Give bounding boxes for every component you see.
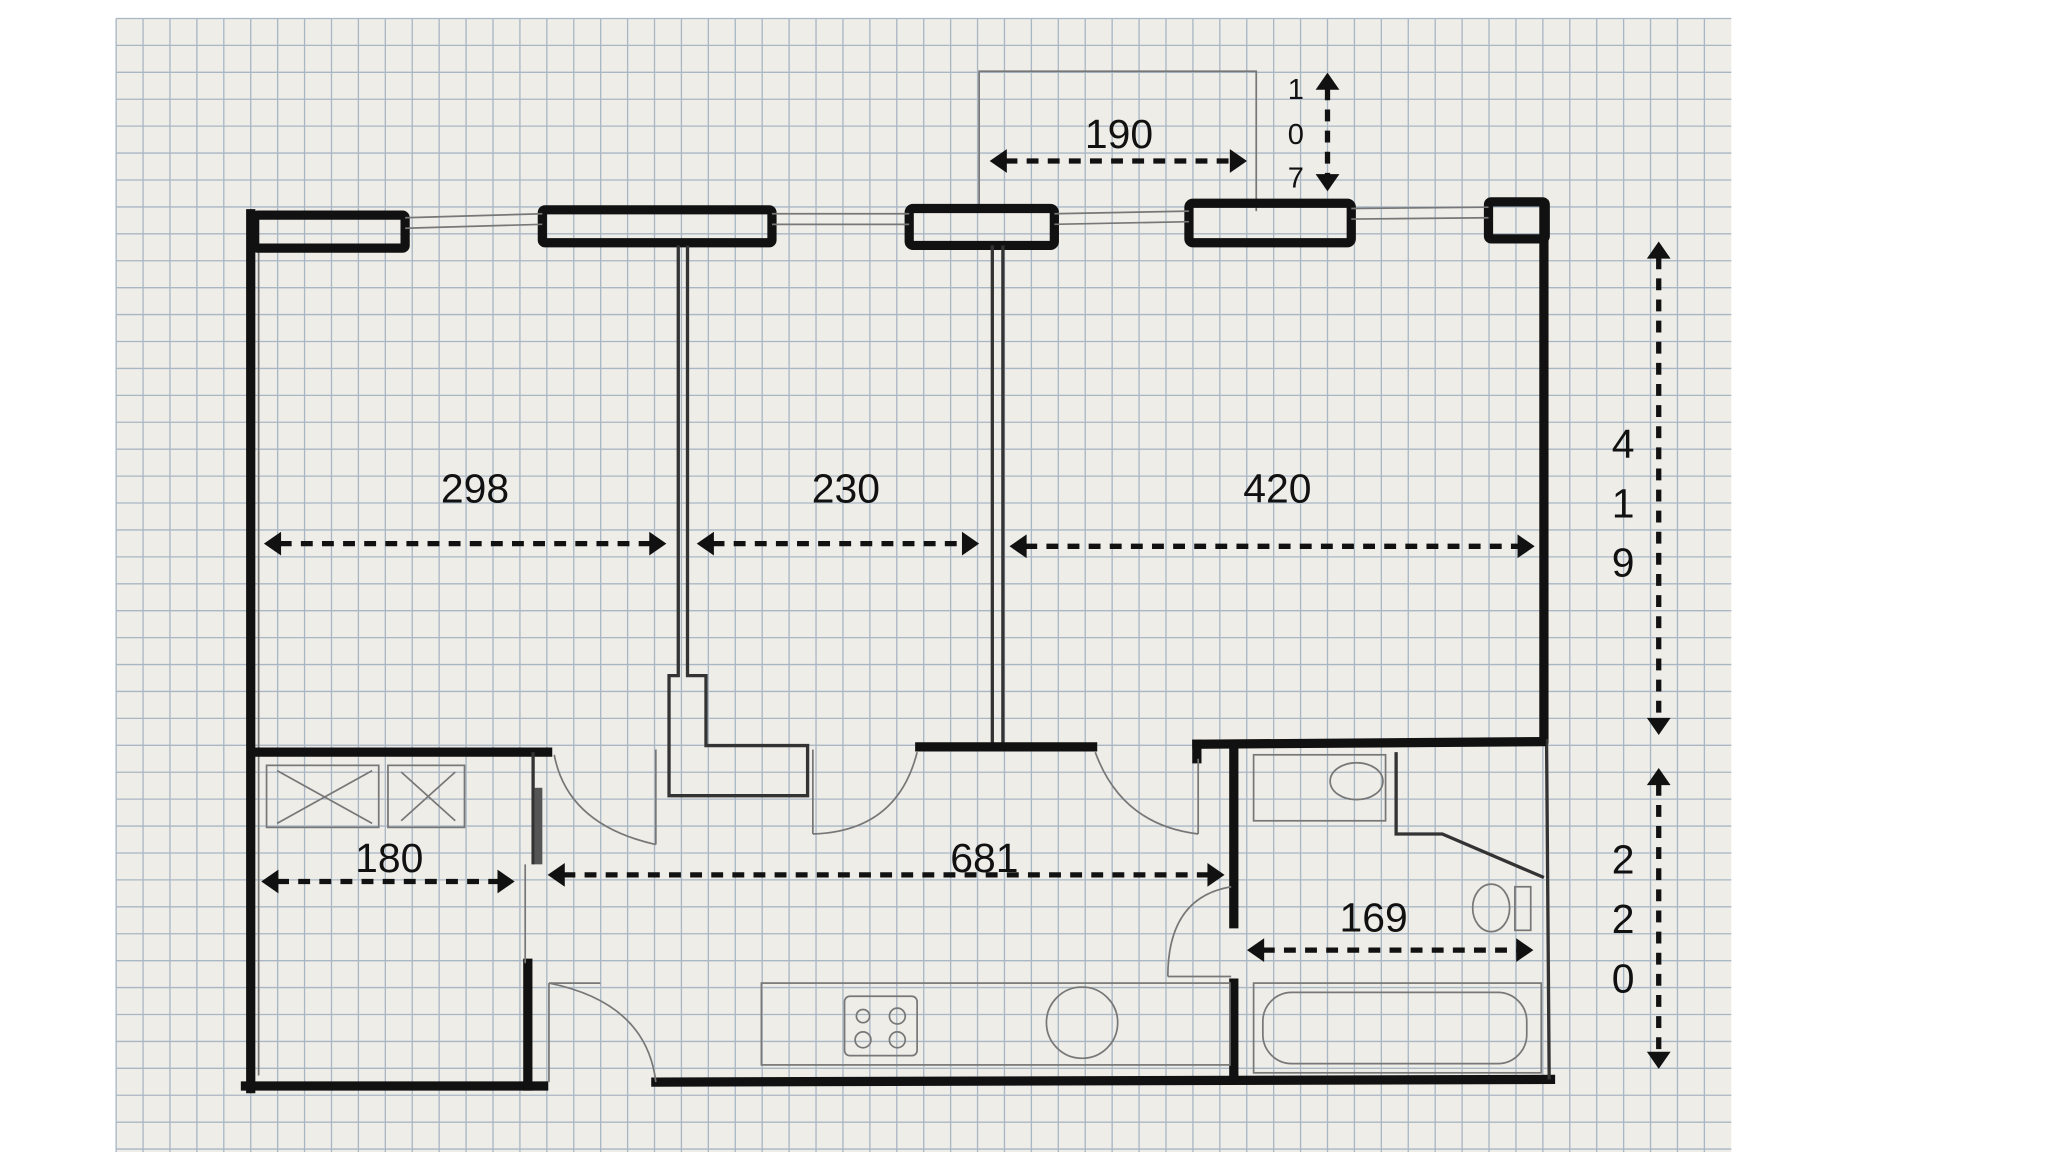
grid-lines: [115, 17, 1732, 1152]
arrow-head: [989, 149, 1007, 173]
arrow-head: [1207, 863, 1225, 887]
arrow-head: [1646, 768, 1671, 786]
interior-walls: [248, 245, 1546, 1091]
window-wall: [250, 197, 1550, 253]
digit: 0: [1288, 119, 1304, 151]
arrow-head: [1516, 938, 1534, 962]
arrow-head: [1315, 72, 1340, 90]
arrow-head: [261, 869, 279, 894]
doors: [548, 749, 1232, 1083]
dim-balcony-depth: 1 0 7: [1288, 74, 1304, 194]
dimension-arrows: [261, 72, 1671, 1069]
arrow-head: [1247, 938, 1265, 962]
dim-room-middle: 230: [812, 466, 880, 512]
arrow-head: [1229, 149, 1248, 173]
arrow-head: [649, 531, 667, 556]
dim-storage: 180: [355, 835, 423, 881]
arrow-head: [1646, 1051, 1671, 1069]
arrow-head: [497, 869, 515, 894]
digit: 1: [1612, 480, 1635, 526]
outer-walls: [240, 199, 1556, 1094]
digit: 7: [1288, 162, 1304, 194]
dim-balcony-width: 190: [1085, 111, 1153, 157]
fixtures: [265, 753, 1543, 1074]
arrow-head: [1646, 717, 1671, 736]
digit: 1: [1288, 74, 1304, 106]
dim-upper-height: 4 1 9: [1612, 421, 1635, 586]
arrow-head: [1315, 174, 1340, 192]
digit: 0: [1612, 955, 1635, 1001]
dim-room-left: 298: [441, 466, 509, 512]
arrow-head: [1517, 534, 1535, 559]
balcony-outline: [978, 70, 1258, 212]
arrow-head: [547, 863, 565, 887]
arrow-head: [263, 531, 282, 556]
dim-hall: 681: [950, 835, 1018, 881]
arrow-head: [696, 531, 714, 556]
arrow-head: [1646, 241, 1671, 259]
digit: 2: [1612, 896, 1635, 942]
dim-bathroom: 169: [1340, 895, 1408, 941]
arrow-head: [961, 531, 980, 556]
digit: 2: [1612, 837, 1635, 883]
digit: 9: [1612, 540, 1635, 586]
digit: 4: [1612, 421, 1635, 467]
dim-room-right: 420: [1243, 466, 1311, 512]
arrow-head: [1009, 534, 1027, 559]
dim-lower-height: 2 2 0: [1612, 837, 1635, 1002]
